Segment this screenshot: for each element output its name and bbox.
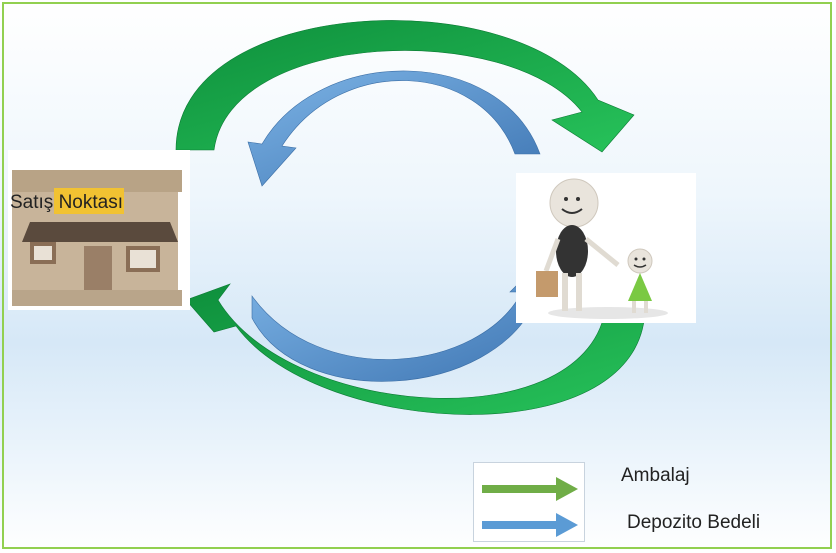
blue-arrow-top [247,70,541,187]
green-arrow-bottom [185,283,646,415]
blue-arrow-bottom [251,263,549,382]
legend-blue-arrow-icon [482,513,578,537]
legend-green-arrow-icon [482,477,578,501]
store-image [8,150,190,310]
family-image [516,173,696,323]
legend-swatches [482,477,578,537]
legend-box [473,462,585,542]
family-icon [536,178,668,319]
store-icon [12,170,182,306]
legend-label-deposit: Depozito Bedeli [627,512,761,533]
store-label: Satış Noktası [10,192,123,213]
legend-label-packaging: Ambalaj [621,465,690,486]
green-arrow-top [175,20,635,153]
